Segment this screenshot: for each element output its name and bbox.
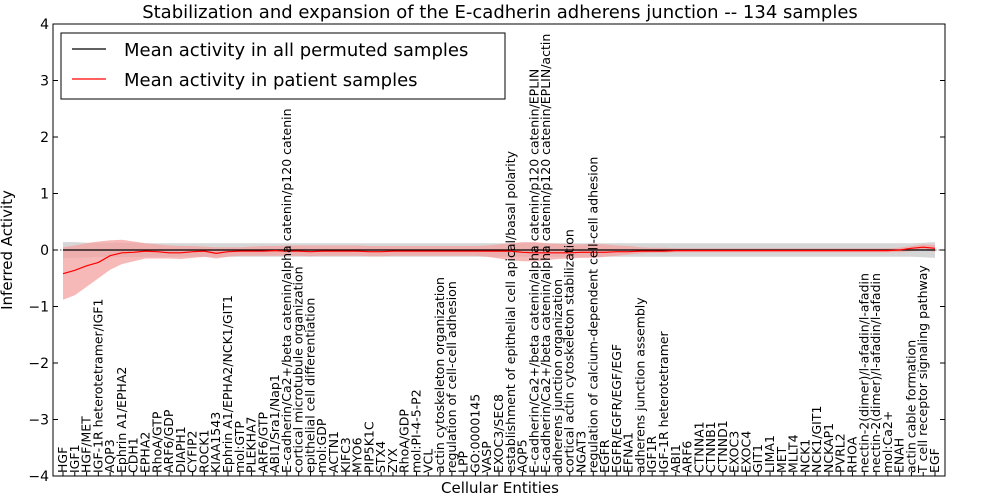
x-tick-label: DIAPH1 bbox=[173, 426, 188, 473]
x-tick-label: mol:PI-4-5-P2 bbox=[409, 389, 424, 473]
x-tick-label: ARF6/GDP bbox=[161, 409, 176, 473]
x-tick-label: CTNNB1 bbox=[703, 421, 718, 473]
x-tick-label: mol:GDP bbox=[314, 418, 329, 473]
x-tick-label: ABI1/Sra1/Nap1 bbox=[267, 374, 282, 473]
x-tick-label: NCK1 bbox=[797, 439, 812, 473]
x-tick-label: EXOC4 bbox=[739, 431, 754, 473]
legend-label-patient: Mean activity in patient samples bbox=[124, 70, 418, 91]
x-tick-label: NGAT3 bbox=[574, 431, 589, 473]
y-tick-label: 2 bbox=[40, 130, 49, 146]
x-tick-label: ACTN1 bbox=[326, 431, 341, 473]
x-tick-label: mol:Ca2+ bbox=[880, 411, 895, 473]
x-tick-label: CTNND1 bbox=[715, 420, 730, 473]
x-tick-label: PIP5K1C bbox=[361, 421, 376, 473]
legend-label-permuted: Mean activity in all permuted samples bbox=[124, 40, 468, 61]
x-tick-label: ENAH bbox=[892, 438, 907, 473]
x-tick-label: EFNA1 bbox=[621, 432, 636, 473]
x-axis-label: Cellular Entities bbox=[441, 479, 559, 497]
x-tick-label: GIT1 bbox=[750, 444, 765, 473]
x-tick-label: CTNNA1 bbox=[691, 421, 706, 473]
x-tick-label: LPP bbox=[456, 450, 471, 473]
series-lines bbox=[62, 246, 936, 275]
x-tick-label: nectin-2(dimer)/l-afadin/l-afadin bbox=[868, 273, 883, 473]
x-tick-label: GO:0000145 bbox=[467, 394, 482, 473]
x-tick-label: RhoA/GDP bbox=[397, 409, 412, 473]
y-tick-label: −3 bbox=[28, 413, 49, 429]
x-tick-label: KIAA1543 bbox=[208, 412, 223, 473]
y-tick-label: 4 bbox=[40, 17, 49, 33]
y-tick-label: 0 bbox=[40, 243, 49, 259]
x-tick-label: PLEKHA7 bbox=[244, 416, 259, 473]
x-tick-label: E-cadherin/Ca2+/beta catenin/alpha caten… bbox=[538, 34, 553, 473]
x-tick-label: ARF6 bbox=[680, 441, 695, 473]
x-tick-label: IGF-1R heterotetramer bbox=[656, 330, 671, 473]
x-tick-label: actin cytoskeleton organization bbox=[432, 277, 447, 473]
x-tick-label: establishment of epithelial cell apical/… bbox=[503, 150, 518, 473]
y-axis-label: Inferred Activity bbox=[0, 190, 16, 310]
x-tick-label: EXOC3 bbox=[727, 431, 742, 473]
x-tick-label: IGF1 bbox=[67, 444, 82, 473]
x-tick-label: actin cable formation bbox=[903, 340, 918, 473]
x-tick-label: cortical microtubule organization bbox=[291, 266, 306, 473]
x-tick-label: ROCK1 bbox=[196, 430, 211, 473]
x-tick-label: HGF/MET bbox=[79, 416, 94, 473]
y-tick-label: −1 bbox=[28, 300, 49, 316]
x-tick-label: T cell receptor signaling pathway bbox=[915, 265, 930, 474]
x-tick-label: Ephrin A1/EPHA2/NCK1/GIT1 bbox=[220, 295, 235, 473]
x-tick-label: CYFIP2 bbox=[185, 430, 200, 473]
x-tick-label: regulation of calcium-dependent cell-cel… bbox=[585, 157, 600, 473]
legend-box bbox=[60, 32, 506, 100]
x-tick-label: ABI1 bbox=[668, 444, 683, 473]
x-tick-label: epithelial cell differentiation bbox=[303, 298, 318, 473]
x-tick-label: AQP3 bbox=[102, 439, 117, 473]
x-tick-label: EGFR bbox=[597, 439, 612, 473]
x-tick-label: adherens junction assembly bbox=[632, 297, 647, 473]
x-tick-label: NCK1/GIT1 bbox=[809, 406, 824, 473]
x-tick-label: EGFR/EGFR/EGF/EGF bbox=[609, 344, 624, 473]
y-tick-label: −4 bbox=[28, 469, 49, 485]
x-tick-label: E-cadherin/Ca2+/beta catenin/alpha caten… bbox=[526, 69, 541, 473]
x-tick-label: VCL bbox=[420, 449, 435, 473]
x-tick-label: EPHA2 bbox=[138, 432, 153, 473]
x-tick-label: adherens junction organization bbox=[550, 279, 565, 473]
x-tick-label: MLLT4 bbox=[786, 434, 801, 473]
y-axis-ticks: −4 −3 −2 −1 0 1 2 3 4 bbox=[28, 17, 945, 485]
x-tick-label: IGF1R bbox=[644, 435, 659, 473]
patient-band bbox=[63, 239, 935, 300]
legend: Mean activity in all permuted samples Me… bbox=[60, 32, 506, 100]
x-tick-label: MYO6 bbox=[350, 437, 365, 473]
x-tick-label: cortical actin cytoskeleton stabilizatio… bbox=[562, 229, 577, 473]
x-tick-label: EXOC3/SEC8 bbox=[491, 394, 506, 473]
y-tick-label: −2 bbox=[28, 356, 49, 372]
x-tick-label: RHOA bbox=[845, 436, 860, 473]
x-tick-label: MET bbox=[774, 446, 789, 473]
x-tick-label: KIFC3 bbox=[338, 437, 353, 473]
x-tick-label: HGF bbox=[55, 447, 70, 473]
x-tick-label: LIMA1 bbox=[762, 435, 777, 473]
x-tick-label: E-cadherin/Ca2+/beta catenin/alpha caten… bbox=[279, 108, 294, 473]
y-tick-label: 3 bbox=[40, 74, 49, 90]
x-tick-label: regulation of cell-cell adhesion bbox=[444, 281, 459, 473]
x-tick-label: nectin-2(dimer)/l-afadin/l-afadin bbox=[856, 273, 871, 473]
x-tick-label: NCKAP1 bbox=[821, 423, 836, 473]
x-tick-label: PVRL2 bbox=[833, 433, 848, 473]
x-tick-label: STX4 bbox=[373, 441, 388, 473]
x-tick-label: IGF-1R heterotetramer/IGF1 bbox=[90, 299, 105, 473]
x-tick-label: Ephrin A1/EPHA2 bbox=[114, 367, 129, 473]
x-tick-label: RhoA/GTP bbox=[149, 411, 164, 473]
chart-title: Stabilization and expansion of the E-cad… bbox=[142, 2, 858, 23]
x-tick-label: ZYX bbox=[385, 448, 400, 473]
x-tick-label: mol:GTP bbox=[232, 421, 247, 473]
x-tick-label: CDH1 bbox=[126, 437, 141, 473]
y-tick-label: 1 bbox=[40, 187, 49, 203]
x-tick-label: VASP bbox=[479, 441, 494, 473]
x-tick-label: ARF6/GTP bbox=[255, 412, 270, 473]
series-line-patient bbox=[62, 246, 936, 275]
x-tick-label: AQP5 bbox=[515, 439, 530, 473]
x-tick-label: EGF bbox=[927, 448, 942, 473]
